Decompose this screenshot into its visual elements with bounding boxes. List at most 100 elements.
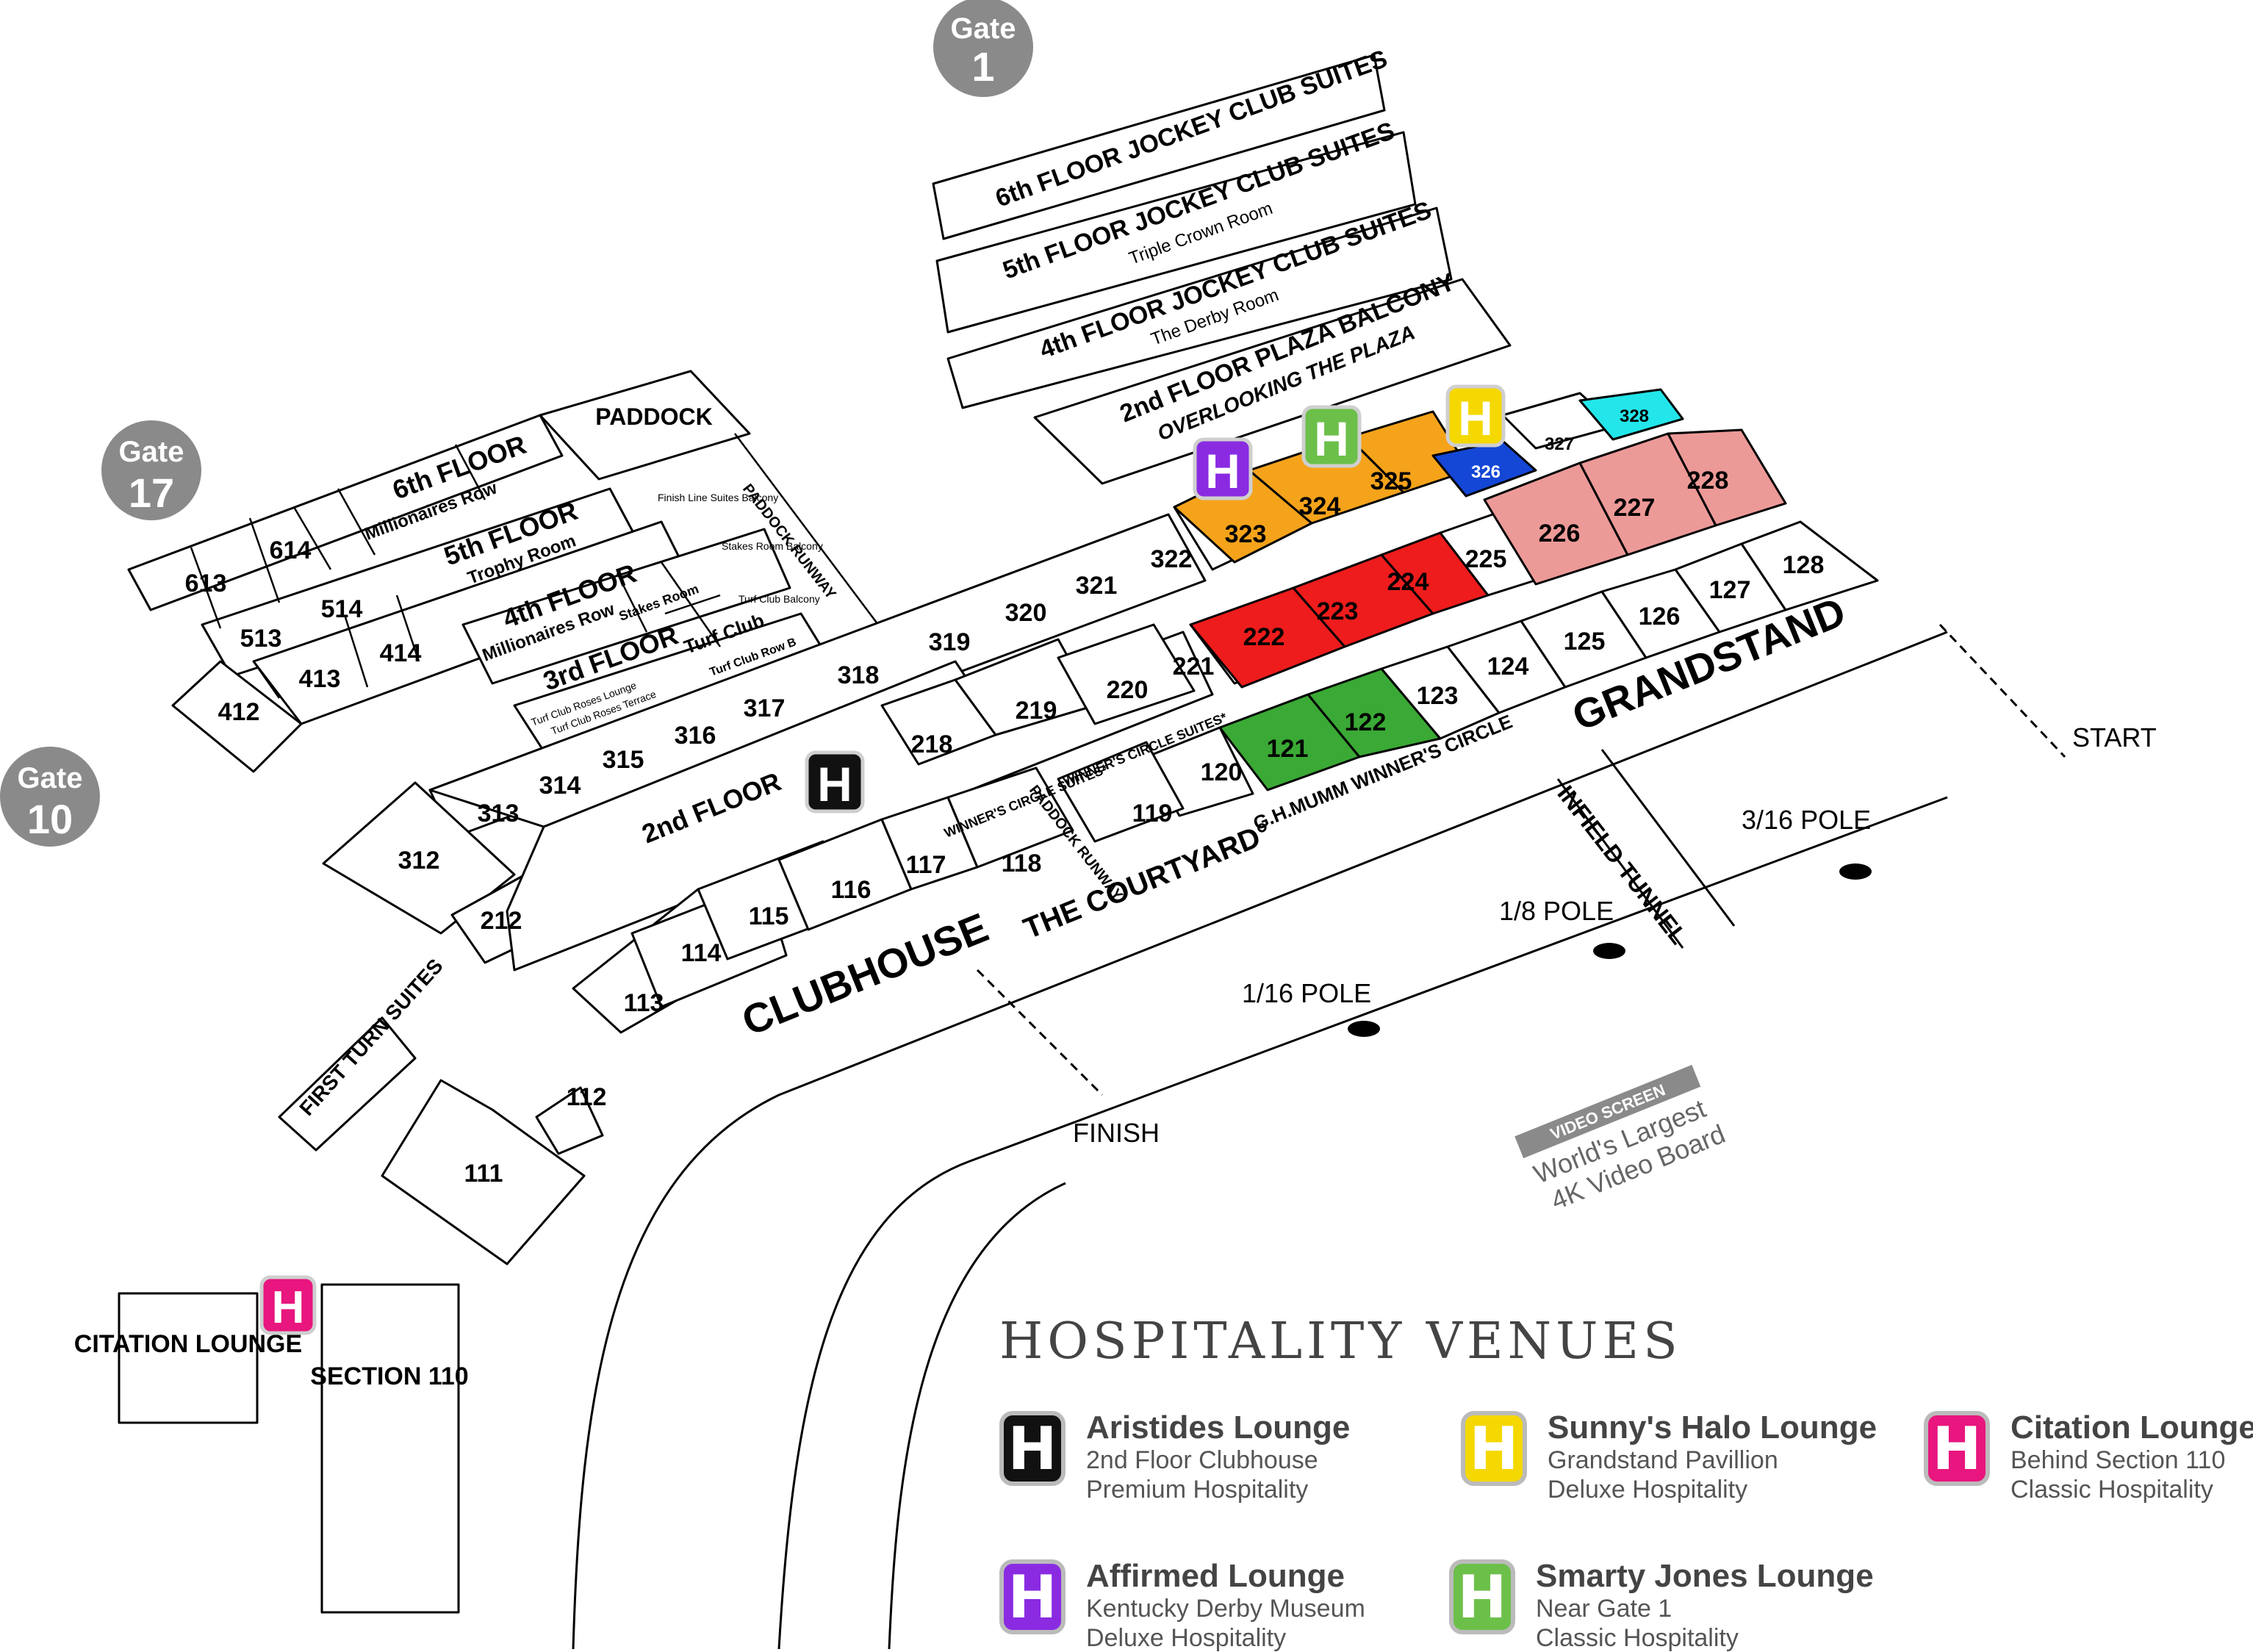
legend-venue-location: Kentucky Derby Museum: [1086, 1595, 1365, 1623]
finish-line: [976, 969, 1104, 1096]
gate-10-label: Gate: [18, 762, 83, 794]
section-label-228: 228: [1687, 467, 1729, 495]
section-label-224: 224: [1387, 568, 1429, 596]
section-label-128: 128: [1783, 551, 1825, 579]
section-label-112: 112: [567, 1083, 607, 1111]
section-label-226: 226: [1539, 520, 1581, 547]
aristides-map-badge-letter: H: [817, 757, 852, 811]
section-228[interactable]: [1667, 428, 1787, 527]
gate-1[interactable]: Gate 1: [933, 0, 1033, 97]
smarty-jones-badge-icon: H: [1449, 1559, 1515, 1634]
section-328[interactable]: [1578, 388, 1684, 441]
section-label-218: 218: [911, 730, 953, 758]
turf-balcony-callout: Turf Club Balcony: [739, 593, 820, 605]
section-label-413: 413: [299, 665, 341, 693]
sixth-floor-row[interactable]: [127, 414, 564, 611]
section-label-118: 118: [1002, 850, 1042, 877]
row-300[interactable]: [428, 513, 1207, 828]
legend-venue-location: Behind Section 110: [2011, 1446, 2226, 1475]
legend-venue-name: Affirmed Lounge: [1086, 1558, 1345, 1594]
section-label-117: 117: [906, 851, 946, 879]
track-rail-inner: [888, 1182, 1066, 1649]
paddock-area[interactable]: [539, 370, 751, 481]
section-label-220: 220: [1107, 676, 1149, 704]
section-label-314: 314: [539, 772, 581, 800]
gate-10[interactable]: Gate 10: [0, 747, 100, 847]
section-label-312: 312: [398, 847, 440, 875]
section-112-shape[interactable]: [535, 1086, 604, 1155]
citation-lounge-map-badge[interactable]: H: [259, 1275, 317, 1335]
section-label-222: 222: [1243, 623, 1285, 651]
section-118[interactable]: [946, 766, 1074, 869]
citation-lounge-area[interactable]: [118, 1292, 259, 1424]
section-220[interactable]: [1057, 623, 1196, 725]
section-label-111: 111: [464, 1160, 503, 1188]
track-rail-mid: [777, 796, 1948, 1649]
section-label-115: 115: [749, 902, 789, 930]
section-312[interactable]: [322, 781, 516, 935]
section-label-227: 227: [1614, 494, 1656, 522]
legend-citation-lounge[interactable]: H Citation Lounge Behind Section 110 Cla…: [1924, 1409, 2253, 1504]
legend-smarty-jones-lounge[interactable]: H Smarty Jones Lounge Near Gate 1 Classi…: [1449, 1559, 1874, 1652]
legend-venue-name: Sunny's Halo Lounge: [1548, 1409, 1878, 1446]
infield-tunnel-line-b: [1600, 749, 1736, 927]
section-119[interactable]: [1057, 741, 1185, 843]
citation-lounge-label: CITATION LOUNGE: [74, 1330, 302, 1358]
section-label-125: 125: [1564, 628, 1606, 656]
infield-tunnel-line-a: [1556, 778, 1684, 949]
section-label-319: 319: [929, 628, 971, 656]
section-label-316: 316: [675, 722, 716, 750]
legend-affirmed-lounge[interactable]: H Affirmed Lounge Kentucky Derby Museum …: [999, 1559, 1365, 1652]
section-label-313: 313: [478, 800, 520, 827]
fourth-floor-jockey-club-suites[interactable]: [946, 206, 1453, 409]
section-label-315: 315: [603, 746, 644, 774]
pole-3-16-marker: [1839, 863, 1872, 880]
section-label-127: 127: [1709, 576, 1751, 604]
finish-line-balcony-callout: Finish Line Suites Balcony: [658, 492, 778, 503]
legend-sunnys-halo-lounge[interactable]: H Sunny's Halo Lounge Grandstand Pavilli…: [1461, 1409, 1878, 1504]
legend-venue-tier: Classic Hospitality: [2011, 1475, 2213, 1504]
section-label-513: 513: [240, 625, 282, 653]
smarty-jones-lounge-map-badge[interactable]: H: [1301, 405, 1362, 468]
gate-17[interactable]: Gate 17: [101, 420, 201, 520]
plaza-balcony[interactable]: [1033, 278, 1512, 485]
legend-venue-tier: Premium Hospitality: [1086, 1475, 1309, 1504]
smarty-jones-map-badge-letter: H: [1314, 412, 1349, 466]
aristides-badge-icon: H: [999, 1411, 1066, 1486]
gate-17-label: Gate: [119, 436, 184, 468]
section-110-area[interactable]: [320, 1283, 460, 1614]
legend-venue-name: Citation Lounge: [2011, 1409, 2253, 1446]
section-label-322: 322: [1151, 545, 1193, 573]
section-label-121: 121: [1267, 735, 1309, 763]
legend-venue-location: Near Gate 1: [1536, 1595, 1672, 1623]
section-label-120: 120: [1201, 758, 1243, 786]
stakes-balcony-callout: Stakes Room Balcony: [722, 540, 823, 552]
pole-1-16-label: 1/16 POLE: [1242, 978, 1371, 1008]
sunnys-halo-lounge-map-badge[interactable]: H: [1445, 384, 1506, 448]
section-128[interactable]: [1740, 520, 1879, 611]
section-label-325: 325: [1370, 467, 1412, 495]
legend-venue-tier: Deluxe Hospitality: [1548, 1475, 1748, 1504]
pole-1-8-marker: [1593, 943, 1625, 959]
section-label-221: 221: [1173, 653, 1215, 680]
legend-venue-location: Grandstand Pavillion: [1548, 1446, 1778, 1475]
paddock-label: PADDOCK: [595, 403, 712, 430]
affirmed-lounge-map-badge[interactable]: H: [1193, 437, 1253, 500]
section-111[interactable]: [381, 1079, 586, 1265]
section-label-119: 119: [1132, 800, 1173, 827]
section-label-318: 318: [838, 661, 880, 689]
third-floor-row[interactable]: [461, 528, 791, 685]
affirmed-map-badge-letter: H: [1205, 444, 1240, 498]
section-label-614: 614: [270, 536, 312, 564]
section-label-326: 326: [1471, 462, 1501, 482]
aristides-lounge-map-badge[interactable]: H: [805, 750, 865, 814]
race-track: [572, 623, 2066, 1649]
sixth-floor-jockey-club-suites[interactable]: [932, 54, 1386, 240]
section-label-412: 412: [218, 698, 260, 726]
legend-aristides-lounge[interactable]: H Aristides Lounge 2nd Floor Clubhouse P…: [999, 1410, 1350, 1504]
fifth-floor-jockey-club-suites[interactable]: [935, 131, 1417, 334]
pole-1-8-label: 1/8 POLE: [1499, 896, 1614, 926]
first-turn-suites[interactable]: [278, 1016, 417, 1152]
start-line: [1938, 623, 2066, 758]
